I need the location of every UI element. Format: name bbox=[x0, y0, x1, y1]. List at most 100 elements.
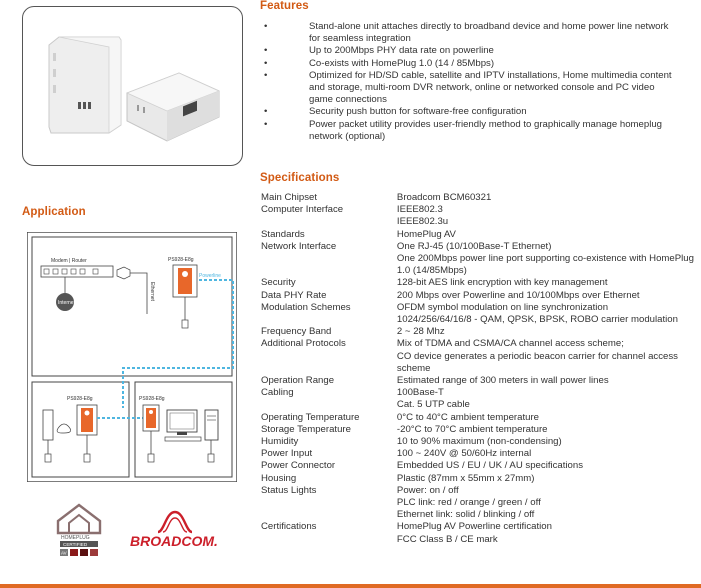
spec-key: Operation Range bbox=[261, 375, 335, 387]
spec-row: Humidity 10 to 90% maximum (non-condensin… bbox=[261, 436, 701, 448]
spec-value: Broadcom BCM60321 bbox=[396, 192, 492, 203]
spec-value: -20°C to 70°C ambient temperature bbox=[396, 423, 548, 435]
spec-value: Mix of TDMA and CSMA/CA channel access s… bbox=[396, 338, 624, 350]
spec-row: Storage Temperature -20°C to 70°C ambient… bbox=[261, 424, 701, 436]
powerline-label: Powerline bbox=[199, 273, 221, 279]
spec-row: Power Input 100 ~ 240V @ 50/60Hz internal bbox=[261, 448, 701, 460]
spec-value: OFDM symbol modulation on line synchroni… bbox=[396, 301, 609, 313]
spec-row: 1024/256/64/16/8 - QAM, QPSK, BPSK, ROBO… bbox=[261, 314, 701, 326]
product-photo bbox=[48, 36, 221, 142]
spec-row: Operating Temperature 0°C to 40°C ambient… bbox=[261, 412, 701, 424]
spec-key: Standards bbox=[261, 228, 305, 240]
spec-value: One 200Mbps power line port supporting c… bbox=[396, 253, 694, 277]
device-label-top: PS928-E8g bbox=[168, 257, 194, 263]
homeplug-certified-logo: HOMEPLUG CERTIFIED AV bbox=[56, 503, 102, 557]
feature-item: Co-exists with HomePlug 1.0 (14 / 85Mbps… bbox=[260, 58, 680, 70]
game-console-icon bbox=[42, 409, 54, 441]
spec-value: One RJ-45 (10/100Base-T Ethernet) bbox=[396, 240, 552, 252]
spec-value: 100 ~ 240V @ 50/60Hz internal bbox=[396, 448, 532, 460]
spec-row: Data PHY Rate 200 Mbps over Powerline and… bbox=[261, 290, 701, 302]
feature-item: Optimized for HD/SD cable, satellite and… bbox=[260, 70, 680, 107]
feature-item: Up to 200Mbps PHY data rate on powerline bbox=[260, 45, 680, 57]
internet-label: Internet bbox=[58, 300, 76, 306]
spec-key: Storage Temperature bbox=[261, 423, 351, 435]
specifications-heading: Specifications bbox=[260, 172, 340, 184]
spec-key: Certifications bbox=[261, 521, 317, 533]
spec-row: Modulation Schemes OFDM symbol modulation… bbox=[261, 302, 701, 314]
spec-value: FCC Class B / CE mark bbox=[396, 533, 498, 545]
broadcom-wordmark: BROADCOM. bbox=[130, 533, 218, 549]
spec-value: HomePlug AV bbox=[396, 228, 456, 240]
homeplug-certified-text: CERTIFIED bbox=[63, 542, 88, 547]
features-heading: Features bbox=[260, 0, 309, 12]
spec-row: Standards HomePlug AV bbox=[261, 229, 701, 241]
spec-row: FCC Class B / CE mark bbox=[261, 534, 701, 546]
spec-key: Status Lights bbox=[261, 484, 317, 496]
spec-key: Power Connector bbox=[261, 460, 336, 472]
spec-value: 100Base-T bbox=[396, 387, 444, 399]
powerline-adapter-left bbox=[81, 408, 93, 432]
spec-key: Cabling bbox=[261, 387, 294, 399]
spec-row: PLC link: red / orange / green / off bbox=[261, 497, 701, 509]
spec-row: Cat. 5 UTP cable bbox=[261, 399, 701, 411]
spec-value: Power: on / off bbox=[396, 484, 459, 496]
spec-row: IEEE802.3u bbox=[261, 216, 701, 228]
device-label-left: PS928-E8g bbox=[67, 396, 93, 402]
spec-row: Cabling 100Base-T bbox=[261, 387, 701, 399]
spec-key: Modulation Schemes bbox=[261, 301, 351, 313]
spec-key: Security bbox=[261, 277, 296, 289]
spec-row: Frequency Band 2 ~ 28 Mhz bbox=[261, 326, 701, 338]
application-diagram: Modem | Router Internet Ethernet PS928-E… bbox=[26, 231, 238, 483]
homeplug-av-tag: AV bbox=[61, 551, 67, 556]
spec-key: Operating Temperature bbox=[261, 411, 360, 423]
feature-item: Power packet utility provides user-frien… bbox=[260, 119, 680, 143]
powerline-adapter-top bbox=[178, 268, 192, 294]
spec-row: Ethernet link: solid / blinking / off bbox=[261, 509, 701, 521]
spec-value: 2 ~ 28 Mhz bbox=[396, 326, 445, 338]
feature-item: Stand-alone unit attaches directly to br… bbox=[260, 21, 680, 45]
spec-value: 0°C to 40°C ambient temperature bbox=[396, 411, 539, 423]
spec-key: Main Chipset bbox=[261, 192, 317, 203]
spec-row: Network Interface One RJ-45 (10/100Base-T… bbox=[261, 241, 701, 253]
spec-value: 200 Mbps over Powerline and 10/100Mbps o… bbox=[396, 289, 640, 301]
spec-row: One 200Mbps power line port supporting c… bbox=[261, 253, 701, 277]
spec-value: HomePlug AV Powerline certification bbox=[396, 521, 552, 533]
ethernet-label: Ethernet bbox=[149, 282, 155, 302]
spec-row: Operation Range Estimated range of 300 me… bbox=[261, 375, 701, 387]
internet-globe-icon bbox=[56, 293, 74, 311]
spec-value: Estimated range of 300 meters in wall po… bbox=[396, 375, 609, 387]
pc-tower-icon bbox=[204, 409, 219, 441]
spec-key: Humidity bbox=[261, 436, 299, 448]
spec-value: CO device generates a periodic beacon ca… bbox=[396, 350, 678, 374]
powerline-adapter-right bbox=[146, 408, 156, 428]
spec-value: PLC link: red / orange / green / off bbox=[396, 497, 541, 509]
device-label-right: PS928-E8g bbox=[139, 396, 165, 402]
spec-key: Additional Protocols bbox=[261, 338, 346, 350]
spec-value: 1024/256/64/16/8 - QAM, QPSK, BPSK, ROBO… bbox=[396, 314, 678, 326]
spec-row: Main Chipset Broadcom BCM60321 bbox=[261, 192, 701, 204]
modem-router bbox=[40, 265, 114, 278]
spec-row: Power Connector Embedded US / EU / UK / A… bbox=[261, 460, 701, 472]
spec-value: Cat. 5 UTP cable bbox=[396, 399, 470, 411]
spec-value: 10 to 90% maximum (non-condensing) bbox=[396, 436, 562, 448]
spec-value: Ethernet link: solid / blinking / off bbox=[396, 509, 535, 521]
spec-key: Frequency Band bbox=[261, 326, 332, 338]
footer-accent-line bbox=[0, 584, 701, 588]
spec-key: Power Input bbox=[261, 448, 313, 460]
spec-key: Housing bbox=[261, 472, 297, 484]
homeplug-text: HOMEPLUG bbox=[61, 535, 90, 541]
spec-value: Embedded US / EU / UK / AU specification… bbox=[396, 460, 584, 472]
spec-row: Additional Protocols Mix of TDMA and CSMA… bbox=[261, 338, 701, 350]
spec-value: IEEE802.3u bbox=[396, 216, 449, 228]
spec-value: Plastic (87mm x 55mm x 27mm) bbox=[396, 472, 535, 484]
features-list: Stand-alone unit attaches directly to br… bbox=[260, 21, 680, 143]
spec-key: Network Interface bbox=[261, 240, 337, 252]
application-heading: Application bbox=[22, 206, 86, 218]
product-photo-frame bbox=[22, 6, 243, 166]
spec-row: CO device generates a periodic beacon ca… bbox=[261, 351, 701, 375]
spec-key: Data PHY Rate bbox=[261, 289, 327, 301]
spec-row: Certifications HomePlug AV Powerline cert… bbox=[261, 521, 701, 533]
